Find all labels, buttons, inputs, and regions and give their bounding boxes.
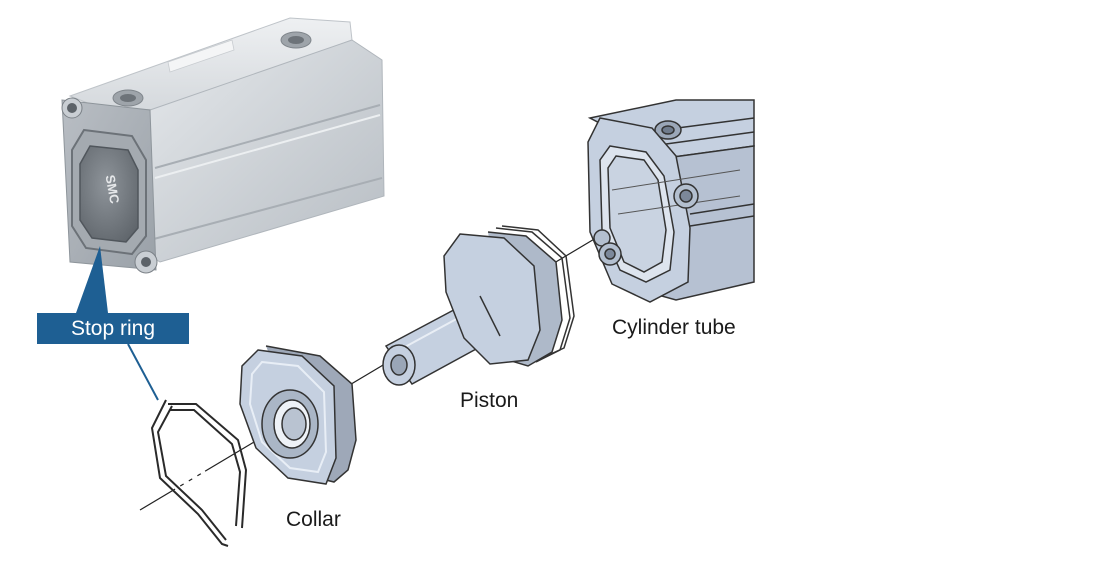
cylinder-assembly-photo: SMC — [61, 17, 385, 274]
collar-label: Collar — [286, 508, 341, 531]
piston-label: Piston — [460, 389, 519, 412]
stop-ring-label: Stop ring — [37, 313, 189, 344]
cylinder-tube-label: Cylinder tube — [612, 316, 736, 339]
stop-ring-leader — [76, 246, 159, 401]
piston-part — [382, 225, 575, 386]
stop-ring — [150, 399, 248, 547]
collar-part — [239, 345, 357, 485]
smc-logo: SMC — [103, 174, 123, 206]
cylinder-tube-part — [587, 99, 755, 303]
